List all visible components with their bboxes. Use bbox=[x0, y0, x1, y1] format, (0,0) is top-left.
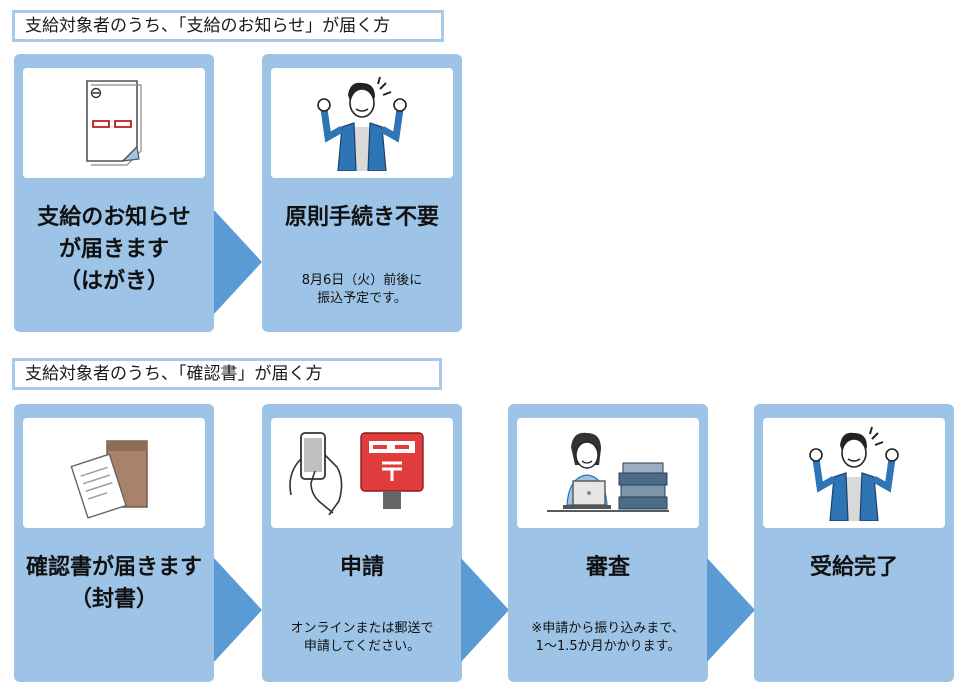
card-review: 審査 ※申請から振り込みまで、 1～1.5か月かかります。 bbox=[508, 404, 708, 682]
card-image bbox=[23, 418, 205, 528]
section-2-label: 支給対象者のうち、「確認書」が届く方 bbox=[12, 358, 442, 390]
card-note: オンラインまたは郵送で 申請してください。 bbox=[290, 621, 434, 654]
envelope-document-icon bbox=[70, 440, 148, 519]
happy-person-icon bbox=[317, 76, 407, 171]
card-title: 受給完了 bbox=[809, 555, 898, 580]
card-title: 支給のお知らせ が届きます （はがき） bbox=[37, 205, 191, 294]
card-image bbox=[271, 418, 453, 528]
card-title: 申請 bbox=[339, 555, 384, 580]
smartphone-mailbox-icon bbox=[289, 432, 424, 516]
card-payment-complete: 受給完了 bbox=[754, 404, 954, 682]
card-application: 申請 オンラインまたは郵送で 申請してください。 bbox=[262, 404, 462, 682]
flow-arrow bbox=[214, 558, 262, 662]
review-clerk-icon bbox=[547, 432, 669, 512]
card-image bbox=[763, 418, 945, 528]
card-title: 審査 bbox=[585, 555, 630, 580]
postcard-icon bbox=[86, 80, 142, 166]
card-confirmation-letter: 確認書が届きます （封書） bbox=[14, 404, 214, 682]
flow-arrow bbox=[461, 558, 509, 662]
happy-person-icon bbox=[809, 426, 899, 521]
flow-arrow bbox=[707, 558, 755, 662]
flow-arrow bbox=[214, 210, 262, 314]
card-title: 原則手続き不要 bbox=[284, 205, 439, 230]
card-image bbox=[23, 68, 205, 178]
card-note: 8月6日（火）前後に 振込予定です。 bbox=[301, 273, 423, 306]
card-title: 確認書が届きます （封書） bbox=[25, 555, 202, 612]
card-note: ※申請から振り込みまで、 1～1.5か月かかります。 bbox=[531, 621, 685, 654]
card-image bbox=[271, 68, 453, 178]
card-image bbox=[517, 418, 699, 528]
section-1-label: 支給対象者のうち、「支給のお知らせ」が届く方 bbox=[12, 10, 444, 42]
card-no-procedure: 原則手続き不要 8月6日（火）前後に 振込予定です。 bbox=[262, 54, 462, 332]
card-notice-postcard: 支給のお知らせ が届きます （はがき） bbox=[14, 54, 214, 332]
